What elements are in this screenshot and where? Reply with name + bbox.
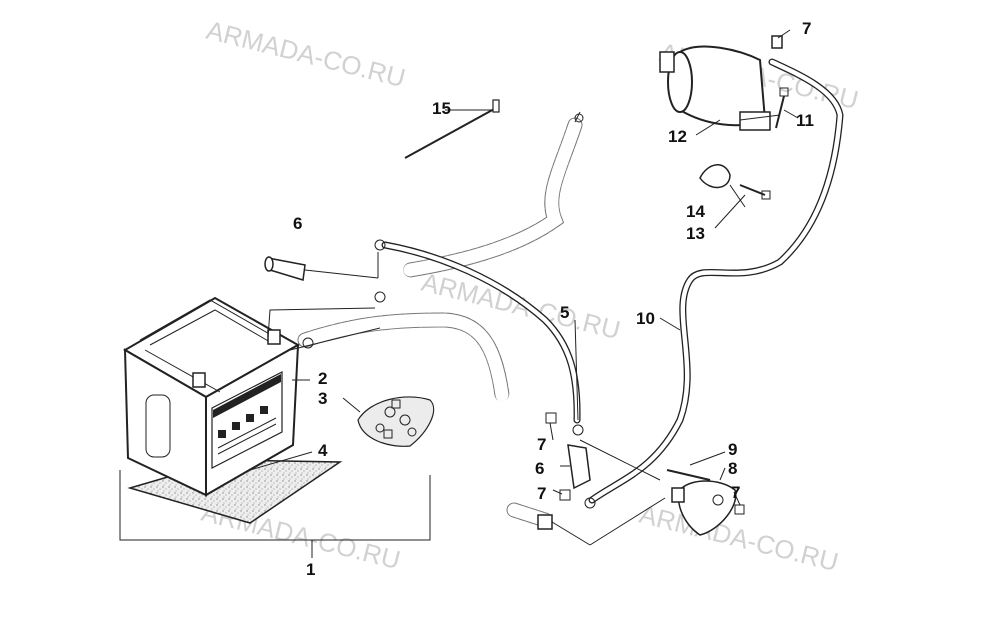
watermark-top: ARMADA-CO.RU: [204, 15, 409, 93]
harness-routing: [297, 111, 584, 403]
label-part-4: 4: [318, 441, 328, 460]
cable-tie: [404, 99, 500, 159]
label-part-9: 9: [728, 440, 737, 459]
label-part-11: 11: [796, 111, 814, 130]
label-part-14: 14: [686, 202, 705, 221]
label-part-2: 2: [318, 369, 327, 388]
label-part-3: 3: [318, 389, 327, 408]
battery: [123, 296, 301, 497]
terminal-boot-left: [264, 256, 306, 281]
label-part-6-boot: 6: [293, 214, 302, 233]
label-part-5: 5: [560, 303, 569, 322]
relay-bracket: [666, 469, 745, 536]
p-clamp: [699, 164, 771, 200]
nut: [771, 35, 783, 49]
watermark-bottom-right: ARMADA-CO.RU: [637, 499, 842, 577]
label-part-13: 13: [686, 224, 705, 243]
label-part-7-lower: 7: [537, 484, 546, 503]
label-part-1: 1: [306, 560, 315, 579]
hardware-kit: [357, 396, 435, 447]
label-part-10: 10: [636, 309, 655, 328]
starter-cable: [584, 58, 844, 509]
label-part-7-upper: 7: [537, 435, 546, 454]
starter-solenoid: [659, 45, 781, 131]
label-part-6-lower: 6: [535, 459, 544, 478]
bolt: [775, 87, 789, 129]
leader-lines: [119, 29, 799, 558]
label-part-15: 15: [432, 99, 451, 118]
lower-connector: [506, 497, 666, 546]
label-part-12: 12: [668, 127, 687, 146]
label-part-8: 8: [728, 459, 737, 478]
watermark-center: ARMADA-CO.RU: [419, 267, 624, 345]
label-part-7-top: 7: [802, 19, 811, 38]
terminal-boot-lower: [545, 412, 591, 501]
label-part-7-right: 7: [731, 483, 740, 502]
part-labels: 1 2 3 4 5 6 6 7 7 7 7 8 9 10 11 12 13 14…: [293, 19, 814, 579]
battery-cable: [374, 239, 584, 436]
